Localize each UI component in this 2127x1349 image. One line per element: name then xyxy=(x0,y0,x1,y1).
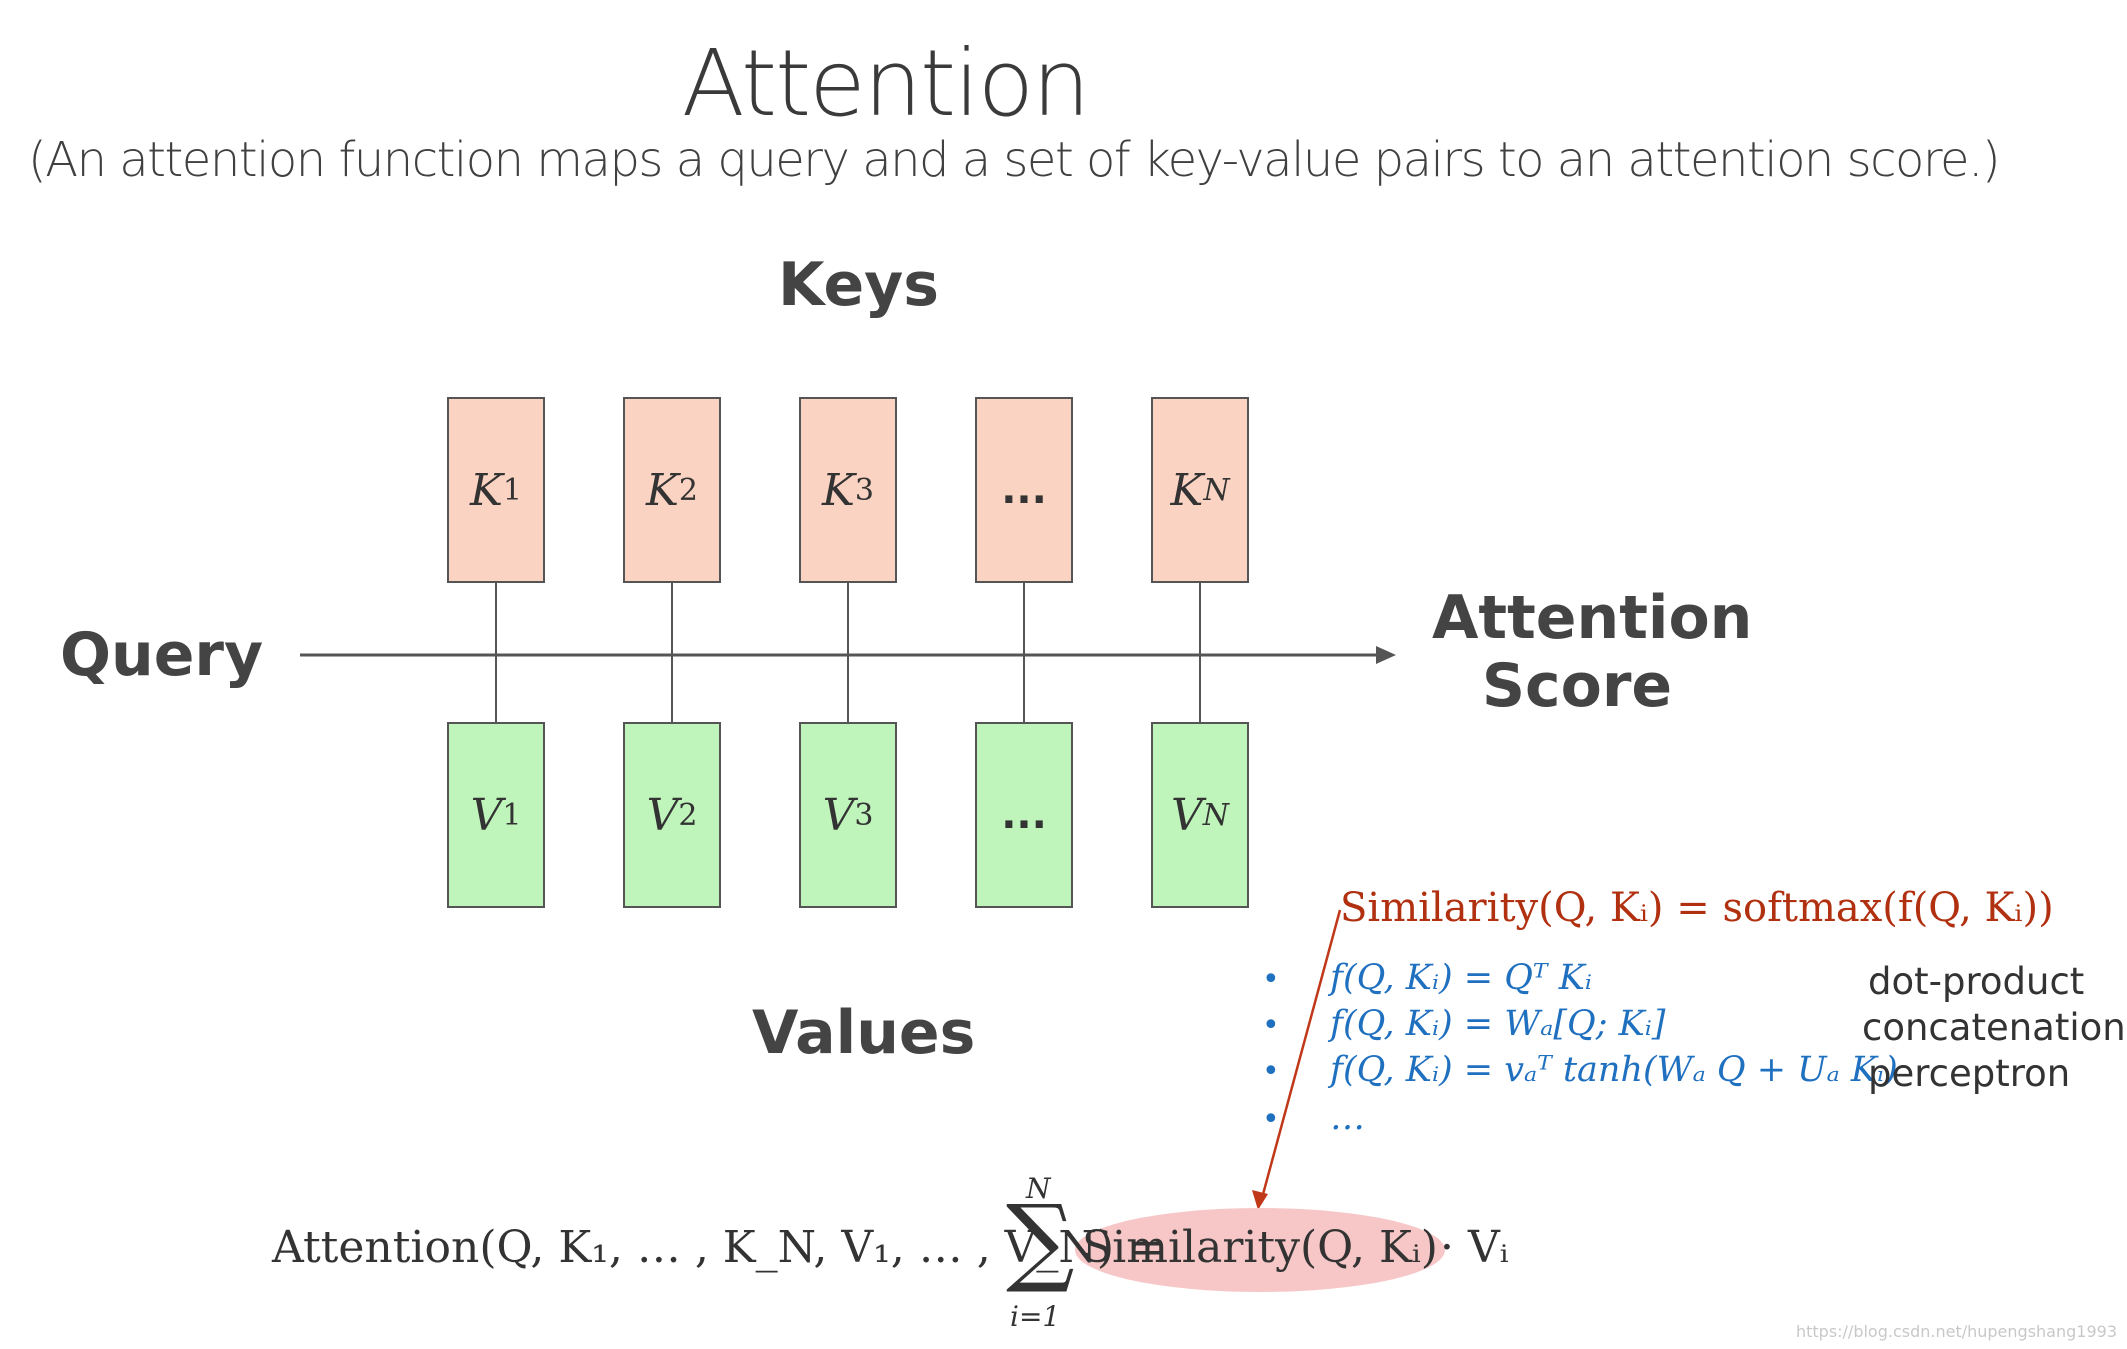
similarity-highlight xyxy=(1075,1208,1445,1292)
ellipsis: ... xyxy=(1001,792,1047,838)
attention-score-line1: Attention xyxy=(1432,583,1753,653)
ellipsis: ... xyxy=(1001,467,1047,513)
attention-formula-lhs: Attention(Q, K₁, … , K_N, V₁, … , V_N) = xyxy=(272,1222,1165,1273)
attention-score-label: Attention Score xyxy=(1432,583,1753,721)
score-function-name: dot-product xyxy=(1868,960,2085,1003)
similarity-pointer-head xyxy=(1252,1190,1268,1210)
connector-line-4 xyxy=(1023,583,1025,722)
connector-line-5 xyxy=(1199,583,1201,722)
key-symbol: K xyxy=(822,464,855,516)
sum-lower-limit: i=1 xyxy=(1010,1300,1061,1333)
similarity-formula: Similarity(Q, Kᵢ) = softmax(f(Q, Kᵢ)) xyxy=(1340,885,2054,931)
connector-line-2 xyxy=(671,583,673,722)
val-subscript: 3 xyxy=(854,797,874,833)
score-function-formula: … xyxy=(1330,1098,1365,1138)
val-subscript: 2 xyxy=(678,797,698,833)
query-label: Query xyxy=(60,620,264,690)
score-function-formula: f(Q, Kᵢ) = Wₐ[Q; Kᵢ] xyxy=(1330,1004,1666,1044)
bullet-icon: • xyxy=(1262,1054,1280,1089)
value-box-4: ... xyxy=(975,722,1073,908)
key-subscript: 2 xyxy=(678,472,698,508)
bullet-icon: • xyxy=(1262,1008,1280,1043)
score-function-formula: f(Q, Kᵢ) = Qᵀ Kᵢ xyxy=(1330,958,1592,998)
values-label: Values xyxy=(752,998,976,1068)
val-symbol: V xyxy=(470,789,503,841)
sum-upper-limit: N xyxy=(1026,1172,1051,1205)
page-subtitle: (An attention function maps a query and … xyxy=(28,132,2001,188)
key-box-4: ... xyxy=(975,397,1073,583)
attention-formula-similarity: Similarity(Q, Kᵢ) xyxy=(1082,1222,1438,1273)
sum-symbol: ∑ xyxy=(1006,1184,1075,1296)
key-symbol: K xyxy=(646,464,679,516)
attention-score-line2: Score xyxy=(1481,651,1673,721)
connector-line-3 xyxy=(847,583,849,722)
val-subscript: 1 xyxy=(502,797,522,833)
bullet-icon: • xyxy=(1262,962,1280,997)
val-subscript: N xyxy=(1202,797,1230,833)
keys-label: Keys xyxy=(778,250,939,320)
val-symbol: V xyxy=(646,789,679,841)
page-title: Attention xyxy=(681,30,1091,137)
key-symbol: K xyxy=(470,464,503,516)
connector-line-1 xyxy=(495,583,497,722)
similarity-pointer-line xyxy=(1260,909,1342,1199)
key-subscript: N xyxy=(1203,472,1230,508)
query-arrow-head xyxy=(1376,646,1396,664)
score-function-name: perceptron xyxy=(1868,1052,2071,1095)
key-symbol: K xyxy=(1170,464,1204,516)
val-symbol: V xyxy=(822,789,855,841)
watermark: https://blog.csdn.net/hupengshang1993 xyxy=(1795,1322,2117,1341)
score-function-formula: f(Q, Kᵢ) = vₐᵀ tanh(Wₐ Q + Uₐ Kᵢ) xyxy=(1330,1050,1898,1090)
bullet-icon: • xyxy=(1262,1102,1280,1137)
score-function-name: concatenation xyxy=(1862,1006,2126,1049)
attention-formula-tail: · Vᵢ xyxy=(1440,1222,1509,1273)
key-subscript: 1 xyxy=(502,472,522,508)
key-subscript: 3 xyxy=(854,472,874,508)
val-symbol: V xyxy=(1170,789,1203,841)
